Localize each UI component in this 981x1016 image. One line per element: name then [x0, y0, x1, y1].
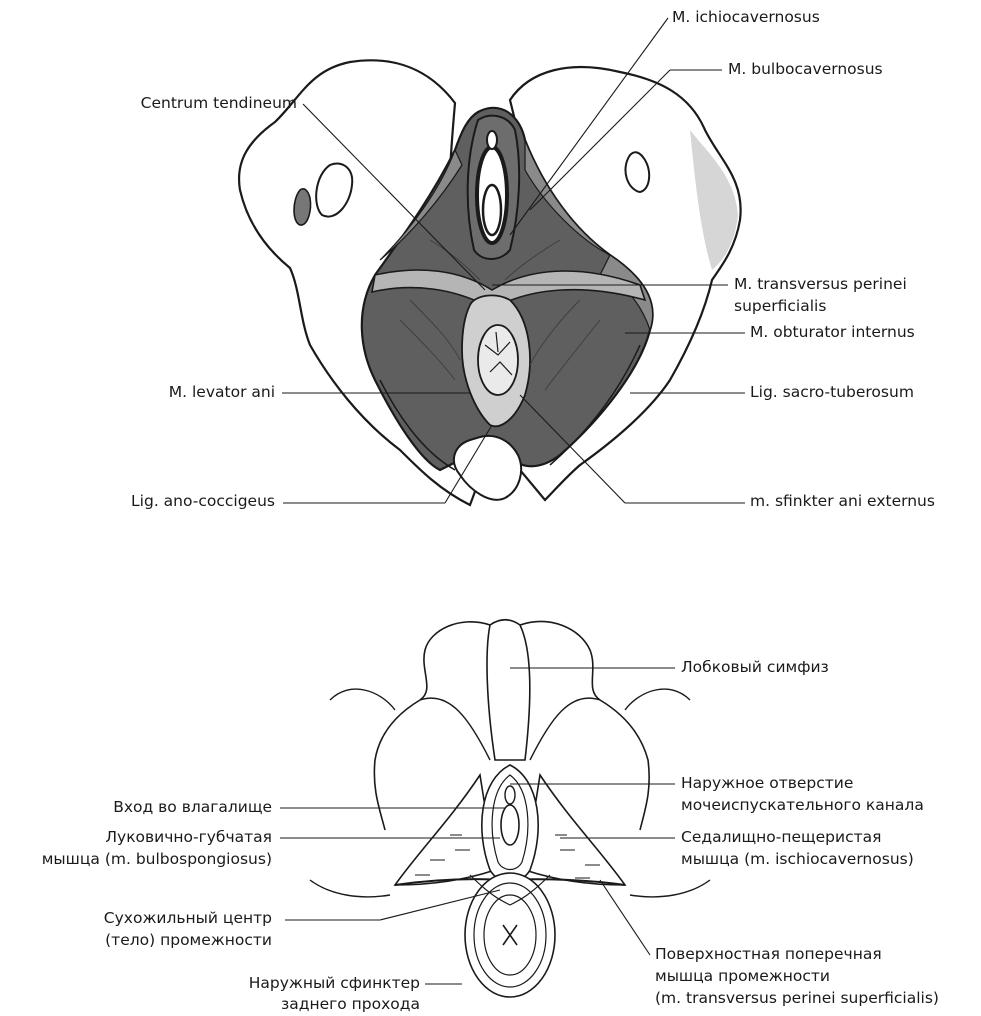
ischiocavernosus-left	[395, 775, 495, 885]
label-urethra-line2: мочеиспускательного канала	[681, 795, 924, 816]
label-ano-coccigeus: Lig. ano-coccigeus	[131, 491, 275, 512]
label-sphincter-line1: Наружный сфинктер	[249, 973, 420, 994]
label-levator-ani: M. levator ani	[169, 382, 275, 403]
label-transversus-perinei-line1: M. transversus perinei	[734, 274, 907, 295]
ischiocavernosus-right	[525, 775, 625, 885]
label-center-line2: (тело) промежности	[105, 930, 272, 951]
vaginal-vestibule	[501, 805, 519, 845]
symphysis	[487, 620, 530, 760]
label-obturator-internus: M. obturator internus	[750, 322, 915, 343]
label-urethra-line1: Наружное отверстие	[681, 773, 853, 794]
label-ichiocavernosus: M. ichiocavernosus	[672, 7, 820, 28]
label-ischiocavernosus-line2: мышца (m. ischiocavernosus)	[681, 849, 914, 870]
label-ischiocavernosus-line1: Седалищно-пещеристая	[681, 827, 881, 848]
label-sphincter-line2: заднего прохода	[281, 994, 420, 1015]
label-vagina: Вход во влагалище	[113, 797, 272, 818]
label-centrum-tendineum: Centrum tendineum	[141, 93, 297, 114]
label-symphysis: Лобковый симфиз	[681, 657, 829, 678]
label-transversus-line1: Поверхностная поперечная	[655, 944, 882, 965]
top-pelvis-figure	[239, 60, 741, 505]
label-sfinkter-ani-externus: m. sfinkter ani externus	[750, 491, 935, 512]
ischial-ramus-left	[310, 689, 395, 897]
label-center-line1: Сухожильный центр	[104, 908, 272, 929]
urethral-opening	[505, 786, 515, 804]
label-bulbocavernosus: M. bulbocavernosus	[728, 59, 883, 80]
label-transversus-line2: мышца промежности	[655, 966, 830, 987]
anus	[478, 325, 518, 395]
label-transversus-line3: (m. transversus perinei superficialis)	[655, 988, 939, 1009]
label-sacro-tuberosum: Lig. sacro-tuberosum	[750, 382, 914, 403]
obturator-foramen-left-inner	[294, 189, 311, 225]
label-transversus-perinei-line2: superficialis	[734, 296, 826, 317]
urethra-opening	[487, 131, 497, 149]
vaginal-inner	[483, 185, 501, 235]
label-bulbospongiosus-line2: мышца (m. bulbospongiosus)	[42, 849, 272, 870]
label-bulbospongiosus-line1: Луковично-губчатая	[105, 827, 272, 848]
